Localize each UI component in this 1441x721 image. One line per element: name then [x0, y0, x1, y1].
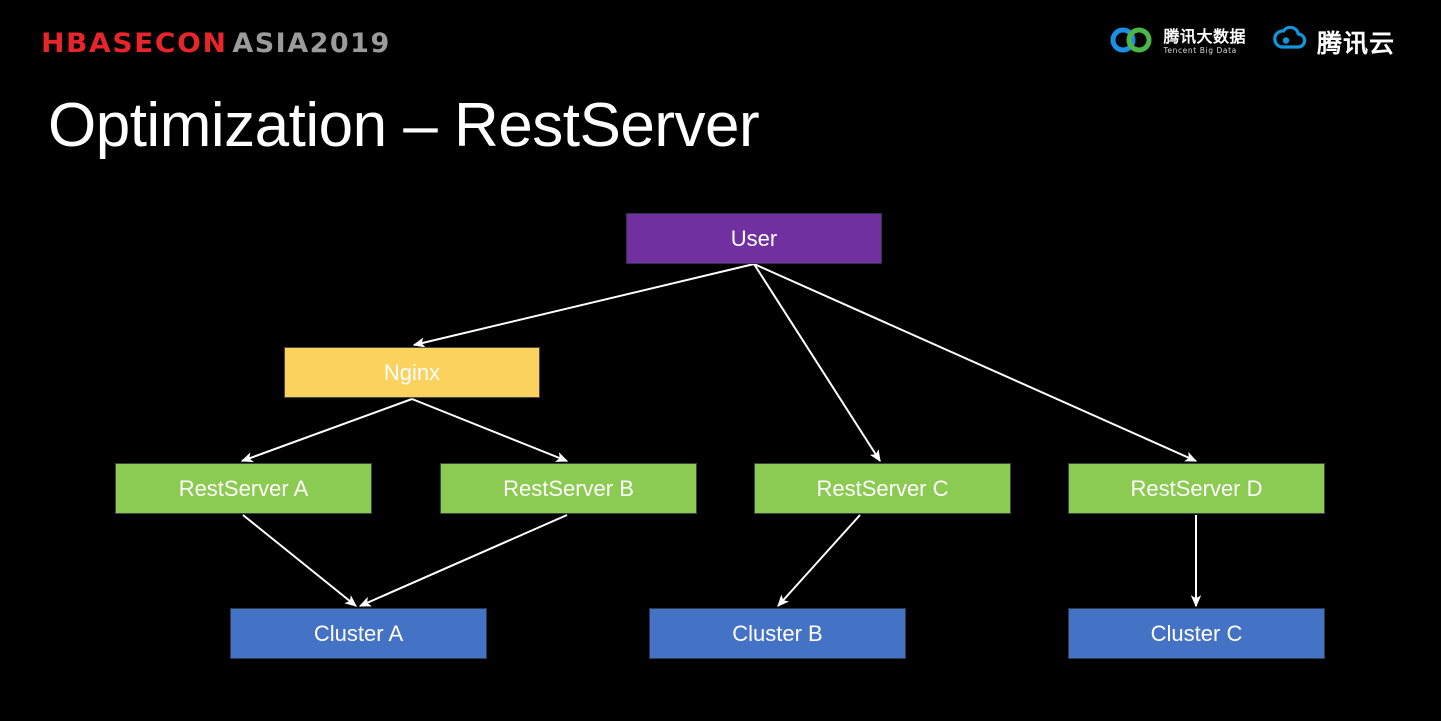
sponsor-name-en: Tencent Big Data [1163, 45, 1237, 55]
infinity-loop-icon [1110, 26, 1154, 59]
diagram-edge-user-to-rsD [753, 263, 1198, 462]
diagram-edge-rsA-to-clA [242, 514, 357, 607]
diagram-node-clA[interactable]: Cluster A [230, 608, 487, 659]
diagram-node-label: Cluster B [732, 620, 823, 646]
diagram-node-rsD[interactable]: RestServer D [1068, 463, 1325, 514]
diagram-edge-nginx-to-rsB [411, 398, 569, 462]
sponsor-name-cn: 腾讯大数据 [1163, 27, 1246, 47]
diagram-node-label: Cluster A [313, 620, 404, 646]
sponsor-tencent-big-data: 腾讯大数据 Tencent Big Data [1110, 26, 1246, 59]
sponsor-name-block: 腾讯大数据 Tencent Big Data [1163, 27, 1246, 55]
diagram-edge-nginx-to-rsA [240, 398, 413, 463]
diagram-edge-user-to-nginx [412, 263, 755, 348]
diagram-node-label: Nginx [383, 359, 441, 385]
page-title: Optimization – RestServer [48, 91, 760, 160]
diagram-node-rsA[interactable]: RestServer A [115, 463, 372, 514]
brand-name-secondary: ASIA2019 [232, 28, 391, 59]
diagram-edge-rsB-to-clA [358, 514, 568, 607]
diagram-node-rsC[interactable]: RestServer C [754, 463, 1011, 514]
diagram-node-user[interactable]: User [626, 213, 882, 264]
diagram-node-label: RestServer A [178, 475, 309, 501]
diagram-node-label: Cluster C [1150, 620, 1243, 646]
brand-name-primary: HBASECON [41, 28, 228, 59]
sponsor-logo-group: 腾讯大数据 Tencent Big Data 腾讯云 [1110, 24, 1395, 60]
cloud-icon [1272, 25, 1308, 59]
conference-logo: HBASECON ASIA2019 [41, 28, 391, 59]
diagram-edge-user-to-rsC [753, 263, 881, 463]
diagram-node-clB[interactable]: Cluster B [649, 608, 906, 659]
diagram-node-rsB[interactable]: RestServer B [440, 463, 697, 514]
sponsor-tencent-cloud: 腾讯云 [1272, 24, 1395, 60]
diagram-node-label: RestServer B [503, 475, 634, 501]
diagram-node-label: RestServer D [1130, 475, 1263, 501]
diagram-node-label: User [730, 225, 778, 251]
diagram-edge-rsC-to-clB [777, 514, 861, 607]
diagram-node-label: RestServer C [816, 475, 949, 501]
diagram-node-nginx[interactable]: Nginx [284, 347, 540, 398]
diagram-node-clC[interactable]: Cluster C [1068, 608, 1325, 659]
sponsor-cloud-name-cn: 腾讯云 [1316, 29, 1395, 58]
